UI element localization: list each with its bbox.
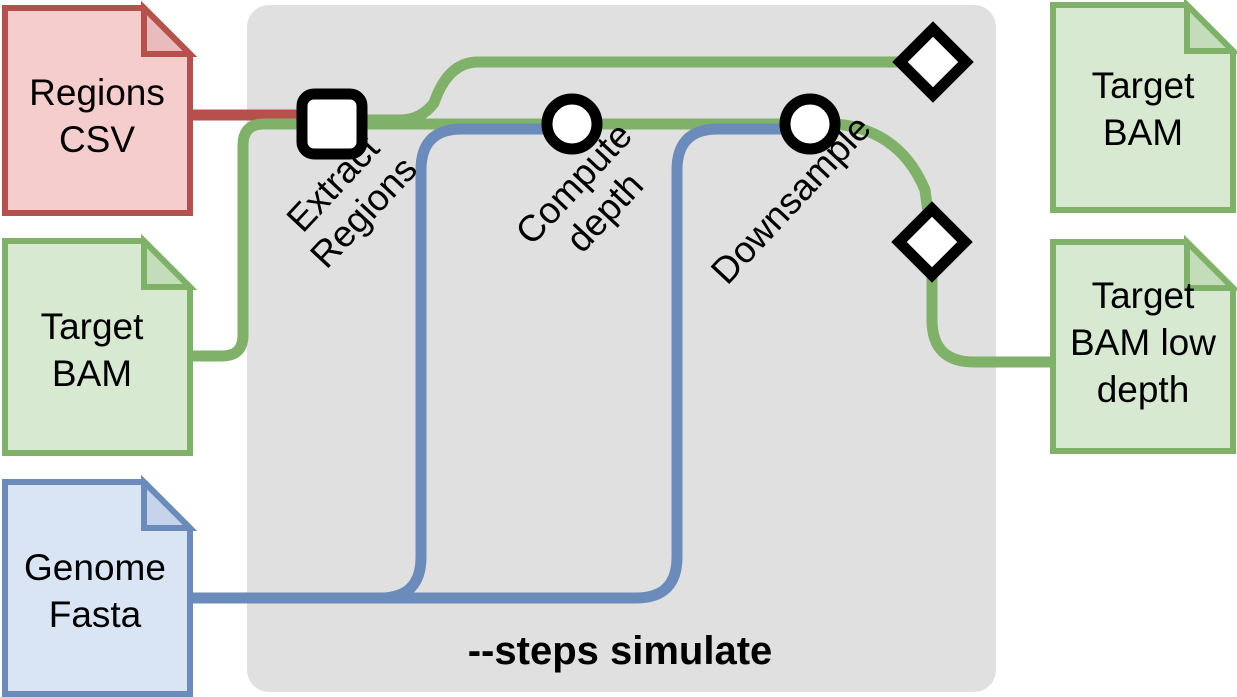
document-fold-icon [1184, 234, 1237, 291]
document-fold-icon [141, 474, 198, 531]
steps-panel [247, 5, 996, 692]
document-target-bam-output[interactable]: Target BAM [1050, 0, 1237, 213]
document-shape [2, 479, 193, 697]
document-label-line: Target [1092, 275, 1196, 316]
document-regions-csv[interactable]: Regions CSV [2, 0, 198, 216]
output-diamond-top-icon[interactable] [892, 21, 974, 103]
document-label-line: BAM [1103, 112, 1183, 153]
document-shape [2, 5, 193, 216]
document-target-bam-input[interactable]: Target BAM [2, 233, 198, 456]
document-label-line: BAM [52, 353, 132, 394]
step-node-downsample[interactable] [779, 93, 841, 155]
document-shape [2, 238, 193, 456]
document-label-line: Target [1092, 65, 1196, 106]
document-shape [1050, 2, 1236, 213]
step-node-extract-regions[interactable] [296, 88, 368, 160]
document-label-line: CSV [59, 119, 135, 160]
document-genome-fasta[interactable]: Genome Fasta [2, 474, 198, 697]
output-diamond-bottom-icon[interactable] [891, 201, 973, 283]
document-target-bam-low-depth[interactable]: Target BAM low depth [1050, 234, 1237, 454]
panel-title: --steps simulate [468, 629, 773, 673]
edge-down-to-lowdepth [830, 118, 1059, 368]
document-label-line: Genome [24, 547, 166, 588]
document-shape [1050, 239, 1236, 454]
step-node-compute-depth[interactable] [541, 93, 603, 155]
document-label-line: Fasta [49, 594, 142, 635]
document-label-line: BAM low [1070, 322, 1216, 363]
document-fold-icon [1184, 0, 1237, 54]
edge-fasta-to-down [184, 123, 790, 604]
document-fold-icon [141, 0, 198, 57]
document-label-line: Regions [29, 72, 165, 113]
document-label-line: Target [41, 306, 145, 347]
edge-bam-to-extract [184, 118, 311, 362]
document-fold-icon [141, 233, 198, 290]
document-label-line: depth [1097, 369, 1190, 410]
